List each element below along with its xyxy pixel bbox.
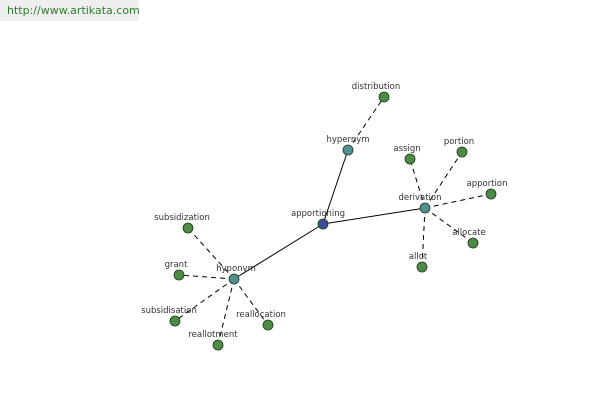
leaf-node-grant[interactable] (173, 269, 185, 281)
relation-label-hypernym[interactable]: hypernym (326, 135, 369, 145)
relation-node-derivation[interactable] (419, 202, 431, 214)
edge-derivation-portion (424, 151, 463, 209)
graph-nodes (169, 91, 497, 351)
edge-hypernym-distribution (347, 96, 385, 151)
relation-label-hyponym[interactable]: hyponym (216, 264, 256, 274)
center-node[interactable] (317, 218, 329, 230)
leaf-label-assign[interactable]: assign (393, 144, 420, 154)
leaf-node-apportion[interactable] (485, 188, 497, 200)
leaf-label-reallocation[interactable]: reallocation (236, 310, 286, 320)
relation-label-derivation[interactable]: derivation (398, 193, 441, 203)
url-banner: http://www.artikata.com (0, 0, 140, 21)
leaf-label-distribution[interactable]: distribution (352, 82, 400, 92)
leaf-label-portion[interactable]: portion (444, 137, 474, 147)
edge-derivation (322, 207, 426, 225)
center-label[interactable]: apportioning (291, 209, 345, 219)
graph-edges (174, 96, 492, 346)
relation-node-hypernym[interactable] (342, 144, 354, 156)
site-url[interactable]: http://www.artikata.com (7, 4, 140, 17)
leaf-node-subsidisation[interactable] (169, 315, 181, 327)
leaf-node-reallocation[interactable] (262, 319, 274, 331)
edge-hyponym-reallotment (217, 278, 235, 346)
leaf-label-grant[interactable]: grant (165, 260, 188, 270)
leaf-label-subsidisation[interactable]: subsidisation (141, 306, 197, 316)
leaf-label-apportion[interactable]: apportion (467, 179, 508, 189)
graph-labels: apportioning hypernym distribution derivati… (141, 82, 507, 340)
edge-hyponym (233, 223, 324, 280)
relation-node-hyponym[interactable] (228, 273, 240, 285)
leaf-node-subsidization[interactable] (182, 222, 194, 234)
edge-derivation-allot (421, 207, 426, 268)
leaf-node-allocate[interactable] (467, 237, 479, 249)
leaf-label-allot[interactable]: allot (409, 252, 428, 262)
leaf-label-subsidization[interactable]: subsidization (154, 213, 210, 223)
edge-hyponym-subsidisation (174, 278, 235, 322)
edge-hyponym-grant (178, 274, 235, 280)
edge-hypernym (322, 149, 349, 225)
edge-hyponym-subsidization (187, 227, 235, 280)
edge-hyponym-reallocation (233, 278, 269, 326)
edge-derivation-apportion (424, 193, 492, 209)
leaf-node-portion[interactable] (456, 146, 468, 158)
leaf-node-reallotment[interactable] (212, 339, 224, 351)
leaf-node-allot[interactable] (416, 261, 428, 273)
edge-derivation-allocate (424, 207, 474, 244)
leaf-node-assign[interactable] (404, 153, 416, 165)
leaf-label-allocate[interactable]: allocate (452, 228, 486, 238)
leaf-node-distribution[interactable] (378, 91, 390, 103)
leaf-label-reallotment[interactable]: reallotment (188, 330, 238, 340)
